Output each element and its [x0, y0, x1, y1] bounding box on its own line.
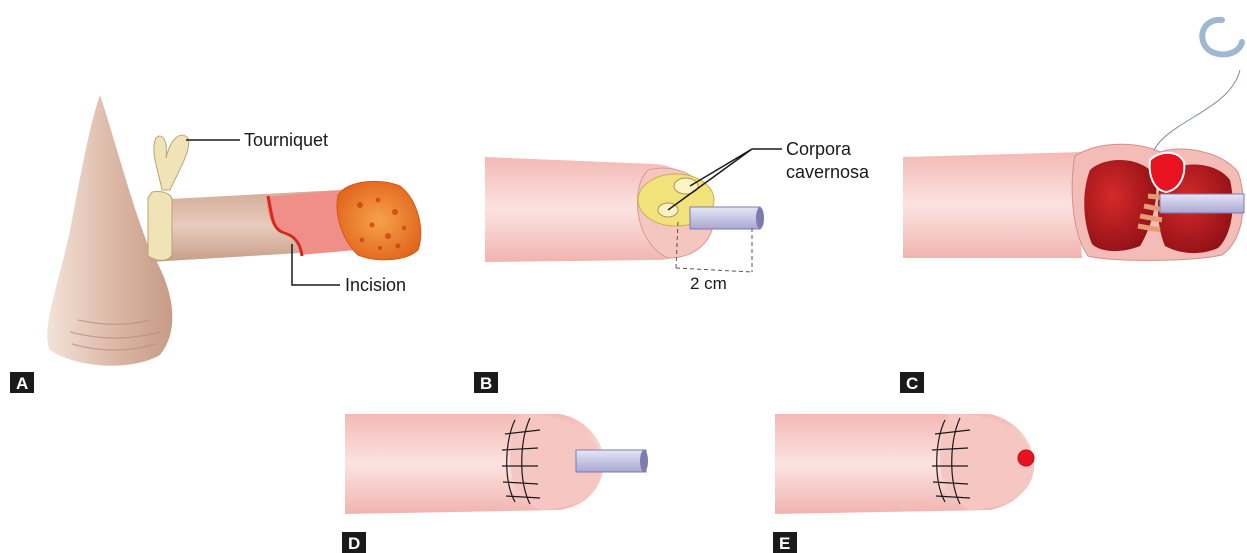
panel-e-letter: E	[779, 534, 790, 553]
tourniquet-band	[148, 192, 172, 261]
tourniquet-label: Tourniquet	[244, 130, 328, 150]
catheter-b	[690, 207, 760, 229]
dimension-label: 2 cm	[690, 274, 727, 293]
catheter-d	[576, 450, 646, 472]
panel-a: Tourniquet Incision A	[10, 95, 421, 393]
catheter-c	[1160, 194, 1244, 213]
tourniquet-tie	[154, 135, 189, 190]
suture-thread	[1154, 70, 1240, 150]
panel-c: C	[900, 20, 1244, 393]
needle-icon	[1202, 20, 1242, 55]
panel-d: D	[342, 414, 648, 553]
catheter-d-end	[640, 450, 648, 472]
panel-b-letter: B	[480, 374, 492, 393]
corpora-label-line1: Corpora	[786, 139, 852, 159]
corpora-label-line2: cavernosa	[786, 162, 870, 182]
panel-c-letter: C	[906, 374, 918, 393]
panel-e: E	[773, 414, 1034, 553]
panel-d-letter: D	[348, 534, 360, 553]
meatus	[1018, 450, 1034, 466]
catheter-b-end	[756, 207, 764, 229]
panel-b: Corpora cavernosa 2 cm B	[474, 139, 870, 393]
panel-a-letter: A	[16, 374, 28, 393]
corpora-leader-1	[690, 149, 752, 186]
shaft-c	[903, 152, 1082, 258]
incision-label: Incision	[345, 275, 406, 295]
